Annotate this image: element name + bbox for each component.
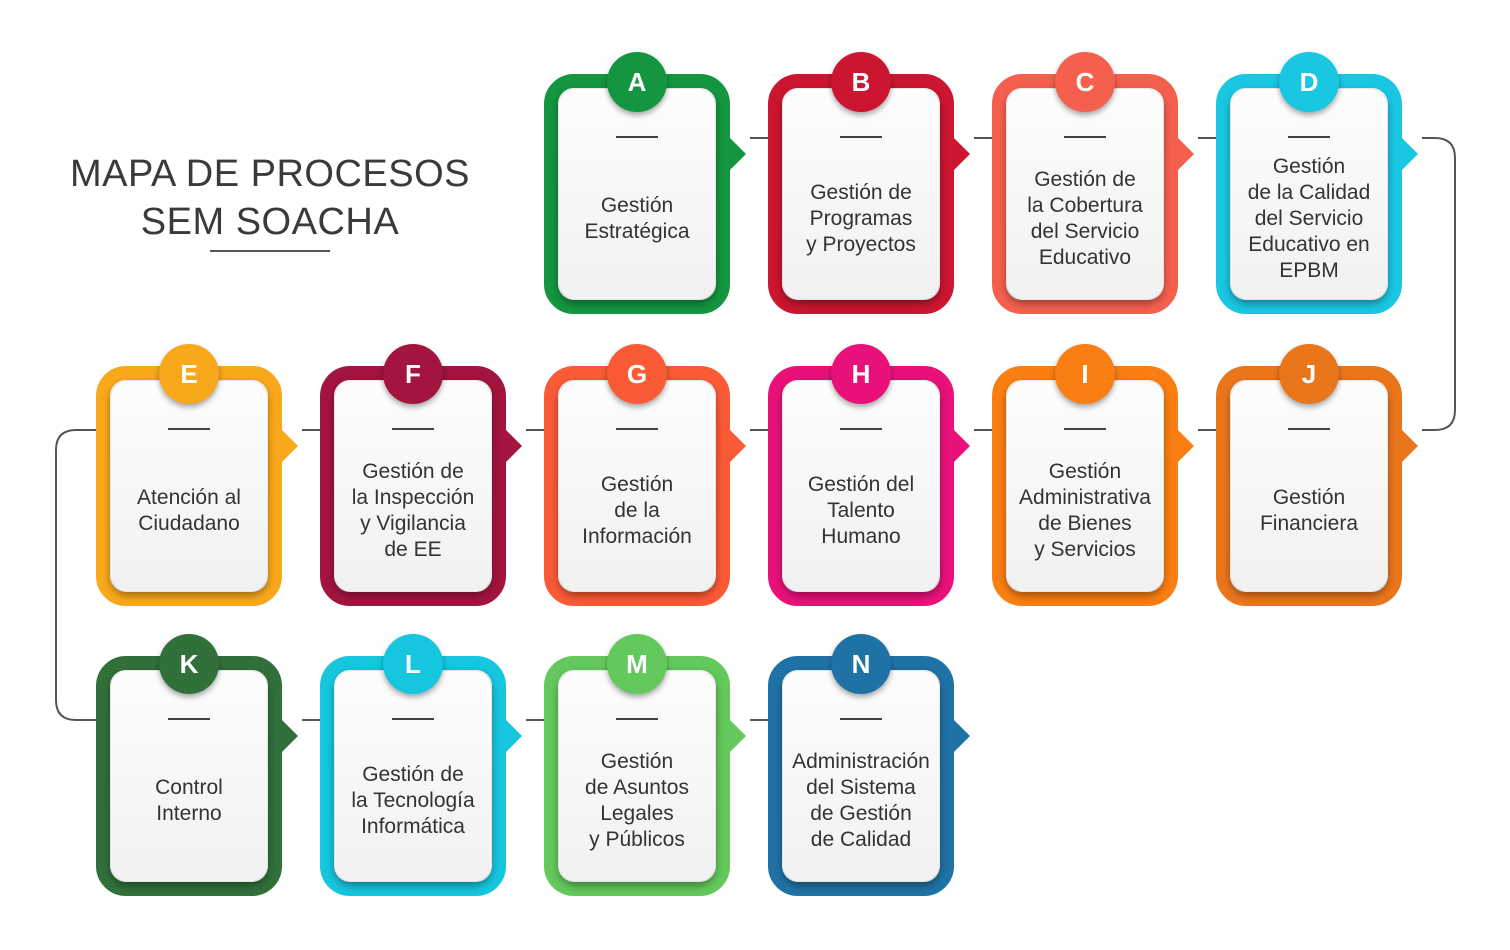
title-underline bbox=[210, 250, 330, 252]
process-letter-badge: C bbox=[1055, 52, 1115, 112]
process-letter-badge: M bbox=[607, 634, 667, 694]
process-letter-badge: B bbox=[831, 52, 891, 112]
process-card-b: B Gestión de Programas y Proyectos bbox=[768, 52, 970, 314]
process-card-d: D Gestión de la Calidad del Servicio Edu… bbox=[1216, 52, 1418, 314]
card-divider bbox=[840, 428, 882, 430]
arrow-right-icon bbox=[282, 720, 298, 752]
process-card-n: N Administración del Sistema de Gestión … bbox=[768, 634, 970, 896]
process-letter-badge: K bbox=[159, 634, 219, 694]
process-label: Atención al Ciudadano bbox=[137, 486, 241, 535]
process-letter-badge: J bbox=[1279, 344, 1339, 404]
arrow-right-icon bbox=[506, 430, 522, 462]
arrow-right-icon bbox=[1402, 138, 1418, 170]
process-card-h: H Gestión del Talento Humano bbox=[768, 344, 970, 606]
process-label: Control Interno bbox=[155, 776, 223, 825]
connector-e-k bbox=[55, 429, 98, 721]
arrow-right-icon bbox=[730, 430, 746, 462]
process-letter-badge: H bbox=[831, 344, 891, 404]
arrow-right-icon bbox=[954, 138, 970, 170]
process-label: Gestión Estratégica bbox=[584, 194, 690, 243]
arrow-right-icon bbox=[506, 720, 522, 752]
card-panel bbox=[1006, 88, 1164, 300]
arrow-right-icon bbox=[954, 720, 970, 752]
process-card-g: G Gestión de la Información bbox=[544, 344, 746, 606]
card-divider bbox=[840, 136, 882, 138]
process-label: Gestión de la Tecnología Informática bbox=[351, 763, 475, 838]
card-divider bbox=[392, 718, 434, 720]
process-card-i: I Gestión Administrativa de Bienes y Ser… bbox=[992, 344, 1194, 606]
page-title: MAPA DE PROCESOS SEM SOACHA bbox=[60, 150, 480, 246]
card-panel bbox=[334, 380, 492, 592]
arrow-right-icon bbox=[282, 430, 298, 462]
arrow-right-icon bbox=[1178, 430, 1194, 462]
process-card-k: K Control Interno bbox=[96, 634, 298, 896]
process-label: Gestión Financiera bbox=[1259, 486, 1359, 535]
card-divider bbox=[840, 718, 882, 720]
process-label: Gestión del Talento Humano bbox=[807, 473, 915, 548]
arrow-right-icon bbox=[954, 430, 970, 462]
card-divider bbox=[616, 428, 658, 430]
card-panel bbox=[782, 380, 940, 592]
card-panel bbox=[558, 670, 716, 882]
process-label: Gestión Administrativa de Bienes y Servi… bbox=[1019, 460, 1151, 561]
card-panel bbox=[1006, 380, 1164, 592]
card-panel bbox=[1230, 88, 1388, 300]
process-label: Gestión de Programas y Proyectos bbox=[806, 181, 916, 256]
process-card-e: E Atención al Ciudadano bbox=[96, 344, 298, 606]
process-card-j: J Gestión Financiera bbox=[1216, 344, 1418, 606]
connector-d-j bbox=[1422, 137, 1456, 431]
process-label: Administración del Sistema de Gestión de… bbox=[792, 750, 930, 851]
process-letter-badge: A bbox=[607, 52, 667, 112]
arrow-right-icon bbox=[1402, 430, 1418, 462]
process-card-f: F Gestión de la Inspección y Vigilancia … bbox=[320, 344, 522, 606]
title-line-2: SEM SOACHA bbox=[140, 201, 400, 243]
process-label: Gestión de la Cobertura del Servicio Edu… bbox=[1027, 168, 1143, 269]
process-letter-badge: I bbox=[1055, 344, 1115, 404]
card-panel bbox=[782, 88, 940, 300]
process-card-a: A Gestión Estratégica bbox=[544, 52, 746, 314]
card-divider bbox=[616, 136, 658, 138]
card-divider bbox=[1064, 428, 1106, 430]
card-panel bbox=[110, 380, 268, 592]
arrow-right-icon bbox=[730, 138, 746, 170]
process-label: Gestión de la Inspección y Vigilancia de… bbox=[351, 460, 475, 561]
card-panel bbox=[782, 670, 940, 882]
card-panel bbox=[334, 670, 492, 882]
arrow-right-icon bbox=[1178, 138, 1194, 170]
card-divider bbox=[168, 718, 210, 720]
process-letter-badge: D bbox=[1279, 52, 1339, 112]
arrow-right-icon bbox=[730, 720, 746, 752]
process-card-m: M Gestión de Asuntos Legales y Públicos bbox=[544, 634, 746, 896]
process-letter-badge: L bbox=[383, 634, 443, 694]
title-line-1: MAPA DE PROCESOS bbox=[69, 153, 471, 195]
process-label: Gestión de Asuntos Legales y Públicos bbox=[585, 750, 689, 851]
process-letter-badge: F bbox=[383, 344, 443, 404]
process-card-c: C Gestión de la Cobertura del Servicio E… bbox=[992, 52, 1194, 314]
card-divider bbox=[1288, 428, 1330, 430]
card-divider bbox=[392, 428, 434, 430]
card-divider bbox=[1288, 136, 1330, 138]
process-label: Gestión de la Información bbox=[582, 473, 692, 548]
process-letter-badge: E bbox=[159, 344, 219, 404]
card-panel bbox=[558, 88, 716, 300]
process-label: Gestión de la Calidad del Servicio Educa… bbox=[1247, 155, 1371, 282]
card-panel bbox=[110, 670, 268, 882]
card-panel bbox=[1230, 380, 1388, 592]
card-divider bbox=[616, 718, 658, 720]
card-divider bbox=[168, 428, 210, 430]
card-panel bbox=[558, 380, 716, 592]
process-letter-badge: N bbox=[831, 634, 891, 694]
card-divider bbox=[1064, 136, 1106, 138]
process-card-l: L Gestión de la Tecnología Informática bbox=[320, 634, 522, 896]
process-letter-badge: G bbox=[607, 344, 667, 404]
